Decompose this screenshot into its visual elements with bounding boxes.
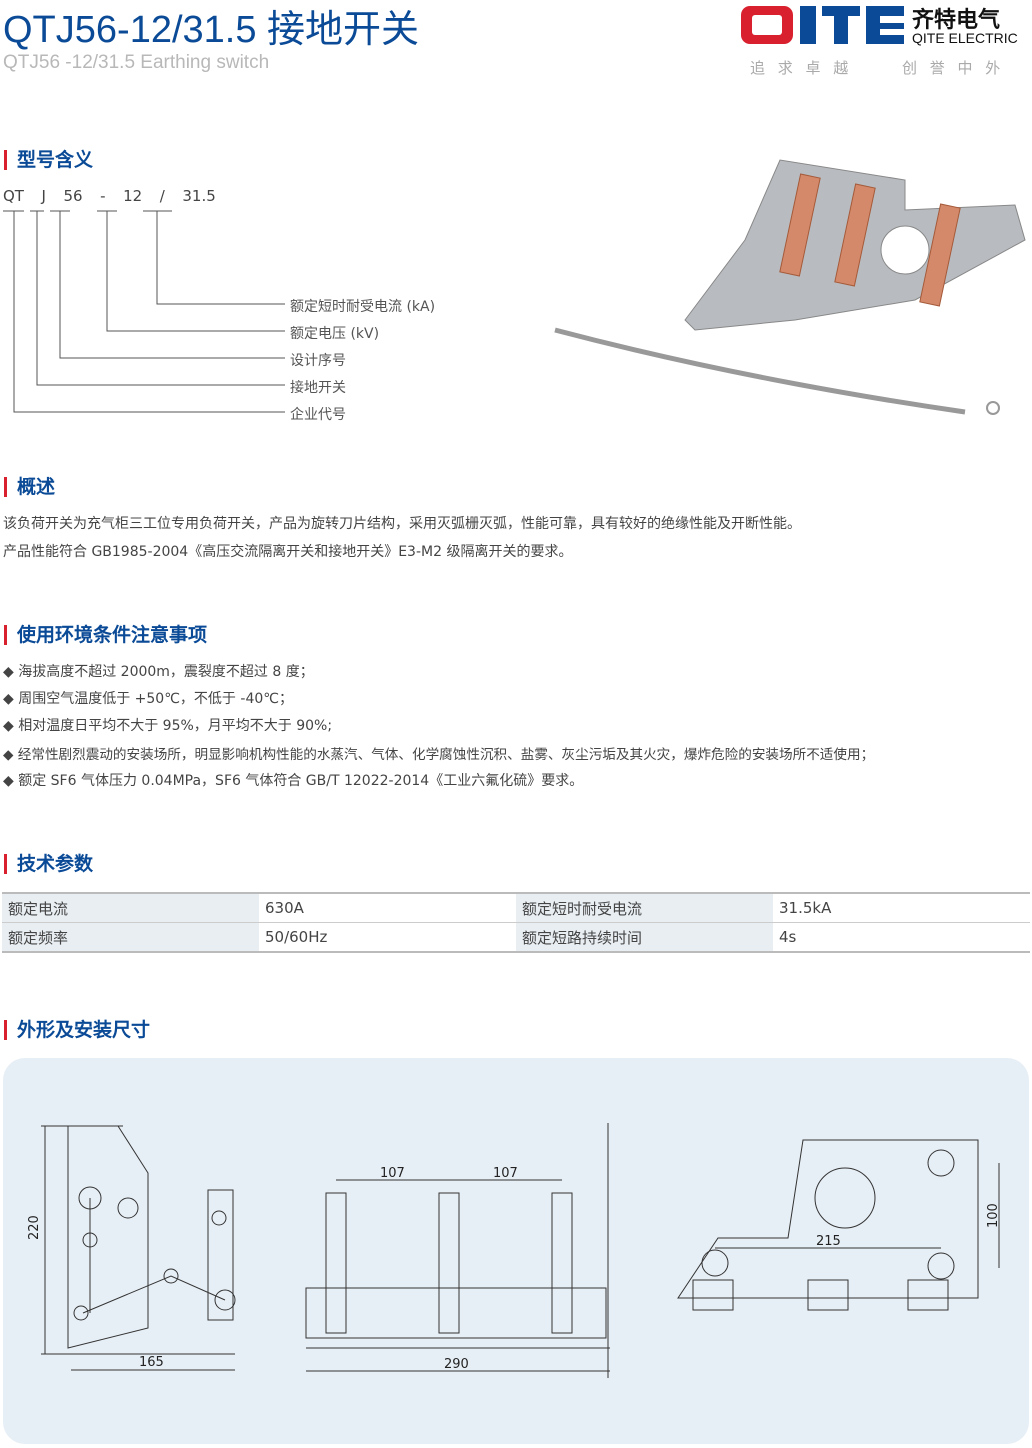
page-subtitle: QTJ56 -12/31.5 Earthing switch [3,52,270,73]
logo-mark-icon [741,6,904,44]
spec-label: 额定频率 [2,922,259,953]
meaning-item: 额定电压 (kV) [290,326,380,342]
meaning-item: 接地开关 [290,380,346,396]
overview-line: 产品性能符合 GB1985-2004《高压交流隔离开关和接地开关》E3-M2 级… [3,544,573,560]
meaning-item: 设计序号 [290,353,346,369]
code-part: J [41,187,46,205]
code-part: 12 [123,187,143,205]
env-item-text: 经常性剧烈震动的安装场所，明显影响机构性能的水蒸汽、气体、化学腐蚀性沉积、盐雾、… [17,747,875,763]
meaning-item: 额定短时耐受电流 (kA) [290,299,436,315]
env-item-text: 周围空气温度低于 +50℃，不低于 -40℃； [18,691,293,707]
logo-en: QITE ELECTRIC [912,30,1018,46]
env-item: ◆ 相对温度日平均不大于 95%，月平均不大于 90%; [3,718,333,734]
dim-front-pitch2: 107 [493,1166,518,1181]
product-photo [554,159,1026,415]
environment-heading: 使用环境条件注意事项 [4,625,207,645]
slogan-left: 追 求 卓 越 [750,59,853,77]
dimensions-heading: 外形及安装尺寸 [4,1020,150,1040]
dim-side-width: 165 [139,1355,164,1370]
meaning-item: 企业代号 [290,407,346,423]
spec-label: 额定短路持续时间 [516,922,773,953]
company-logo: 齐特电气 QITE ELECTRIC 追 求 卓 越 创 誉 中 外 [738,2,1030,77]
dimension-drawings: 220 165 107 107 290 215 100 [27,1123,1001,1378]
spec-value: 50/60Hz [259,922,516,953]
model-code: QT J 56 - 12 / 31.5 [3,187,216,205]
env-item: ◆ 周围空气温度低于 +50℃，不低于 -40℃； [3,691,293,707]
code-part: QT [3,187,24,205]
slogan-right: 创 誉 中 外 [902,59,1005,77]
code-part: / [159,187,165,205]
env-item: ◆ 经常性剧烈震动的安装场所，明显影响机构性能的水蒸汽、气体、化学腐蚀性沉积、盐… [3,747,875,763]
env-item-text: 海拔高度不超过 2000m，震裂度不超过 8 度； [18,664,314,680]
spec-value: 31.5kA [773,893,1030,923]
env-item-text: 额定 SF6 气体压力 0.04MPa，SF6 气体符合 GB/T 12022-… [18,773,584,789]
model-heading: 型号含义 [4,150,93,170]
env-item-text: 相对温度日平均不大于 95%，月平均不大于 90%; [18,718,333,734]
dimension-drawings-panel: 220 165 107 107 290 215 100 [3,1058,1029,1444]
overview-line: 该负荷开关为充气柜三工位专用负荷开关，产品为旋转刀片结构，采用灭弧栅灭弧，性能可… [3,516,801,532]
dim-top-span: 215 [816,1234,841,1249]
specs-heading: 技术参数 [4,854,93,874]
spec-label: 额定电流 [2,893,259,923]
env-item: ◆ 海拔高度不超过 2000m，震裂度不超过 8 度； [3,664,314,680]
overview-heading: 概述 [4,477,55,497]
spec-value: 630A [259,893,516,923]
code-part: 31.5 [182,187,216,205]
logo-cn: 齐特电气 [912,8,1001,33]
spec-value: 4s [773,922,1030,953]
spec-label: 额定短时耐受电流 [516,893,773,923]
model-leader-lines [3,210,285,413]
code-part: 56 [63,187,83,205]
dim-side-height: 220 [27,1215,42,1240]
env-item: ◆ 额定 SF6 气体压力 0.04MPa，SF6 气体符合 GB/T 1202… [3,773,584,789]
code-part: - [100,187,106,205]
dim-front-width: 290 [444,1357,469,1372]
page-title: QTJ56-12/31.5 接地开关 [3,9,420,51]
dim-top-height: 100 [986,1203,1001,1228]
dim-front-pitch1: 107 [380,1166,405,1181]
